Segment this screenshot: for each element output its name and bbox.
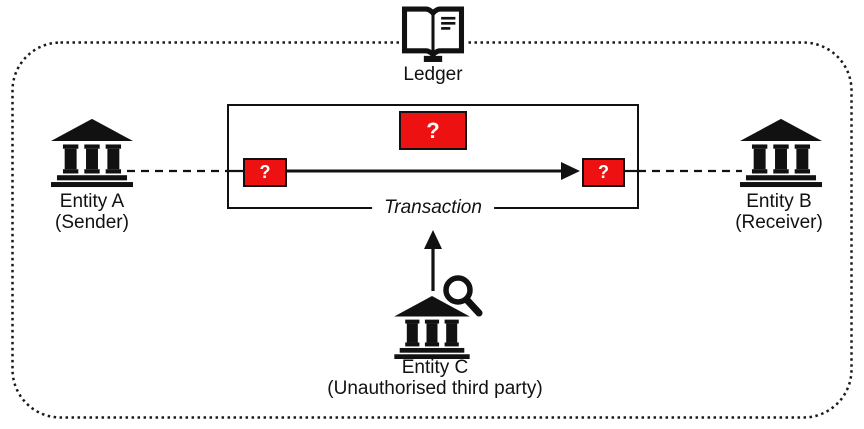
- entity-b-role: (Receiver): [735, 212, 823, 233]
- entity-a-role: (Sender): [55, 212, 129, 233]
- masked-field-receiver-value: ?: [598, 162, 609, 182]
- system-boundary-border: [11, 41, 853, 419]
- entity-b-label: Entity B (Receiver): [699, 191, 859, 233]
- ledger-label: Ledger: [403, 64, 463, 85]
- entity-a-label: Entity A (Sender): [12, 191, 172, 233]
- transaction-box: ? ? ? Transaction: [227, 104, 639, 219]
- transaction-label: Transaction: [372, 197, 494, 219]
- entity-b-name: Entity B: [746, 191, 812, 212]
- entity-a-bank-icon: [51, 118, 133, 188]
- entity-c-role: (Unauthorised third party): [327, 378, 543, 399]
- observe-arrow-head-icon: [424, 230, 442, 249]
- masked-field-receiver: ?: [582, 158, 625, 187]
- entity-a-name: Entity A: [59, 191, 125, 212]
- masked-field-sender: ?: [243, 158, 287, 187]
- ledger-icon: [399, 5, 467, 64]
- masked-field-top: ?: [399, 111, 467, 150]
- magnifier-icon: [440, 273, 486, 321]
- masked-field-sender-value: ?: [259, 162, 271, 182]
- entity-c-name: Entity C: [401, 357, 469, 378]
- transaction-arrow-head-icon: [561, 162, 580, 180]
- entity-c-label: Entity C (Unauthorised third party): [285, 357, 585, 399]
- entity-b-bank-icon: [740, 118, 822, 188]
- masked-field-top-value: ?: [426, 117, 440, 143]
